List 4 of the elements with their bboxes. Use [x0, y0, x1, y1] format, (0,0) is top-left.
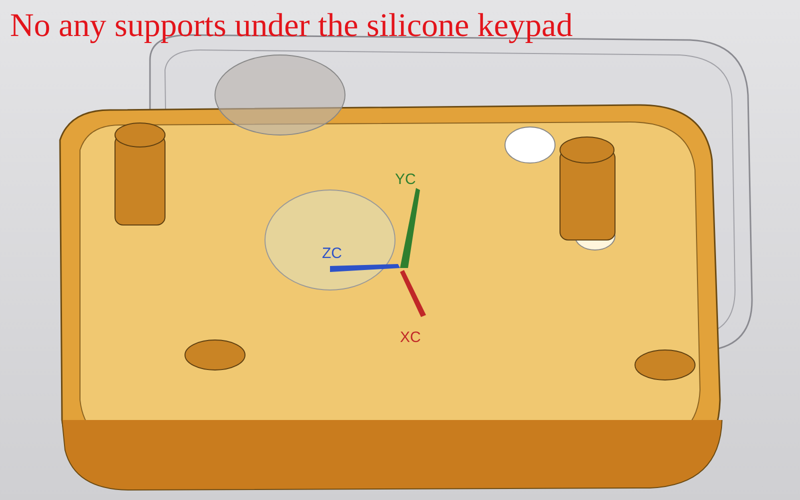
title: No any supports under the silicone keypad — [10, 8, 573, 44]
axis-label: XC — [400, 330, 421, 345]
axis-label: ZC — [322, 246, 342, 261]
axis-label: YC — [395, 172, 416, 187]
